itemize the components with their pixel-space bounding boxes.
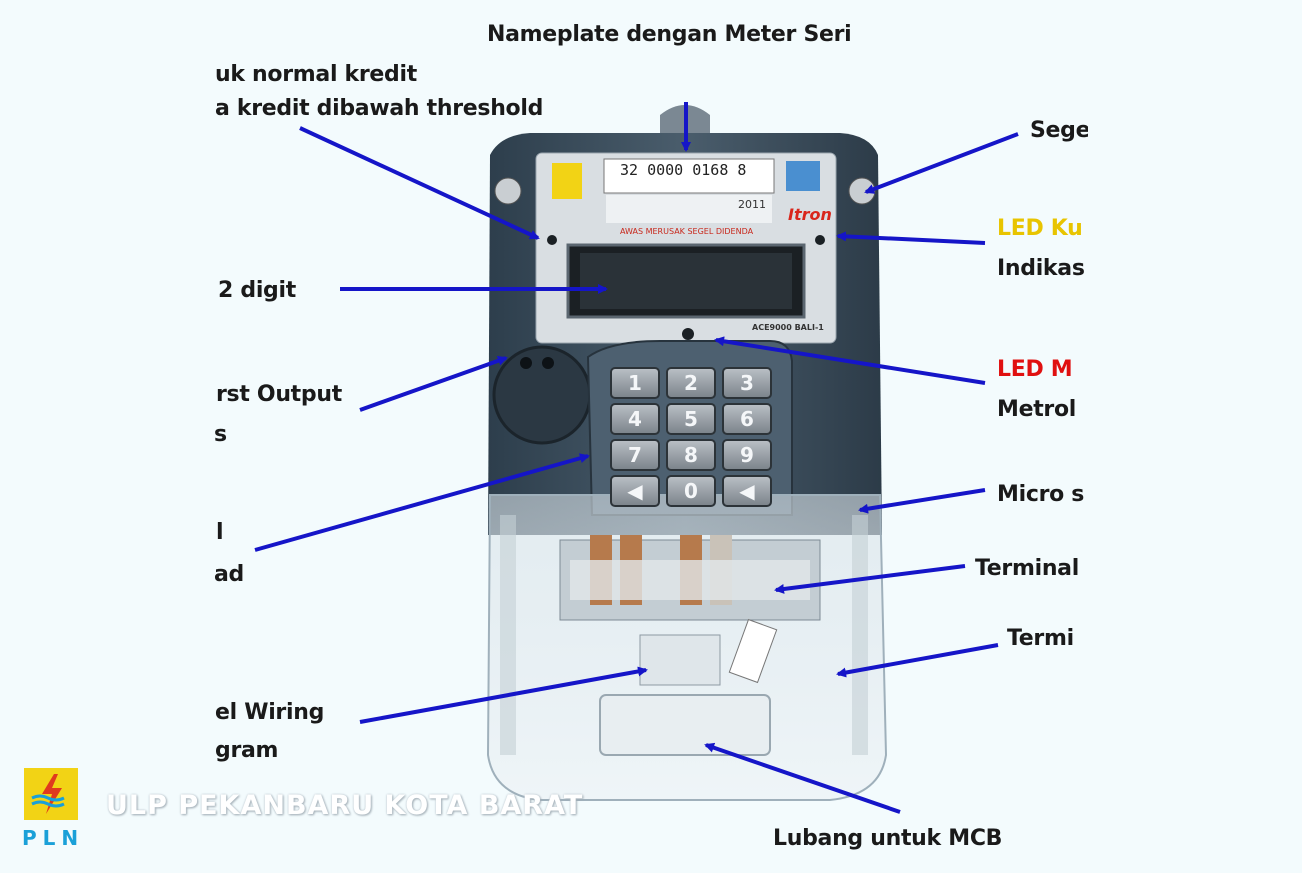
warning-text: AWAS MERUSAK SEGEL DIDENDA — [620, 227, 754, 236]
keypad-key: 8 — [666, 439, 716, 471]
label-terminal-2: Termi — [1007, 626, 1074, 651]
pln-logo — [24, 768, 80, 850]
label-output-line-2: s — [214, 422, 227, 447]
label-segel: Sege — [1030, 118, 1091, 143]
meter-serial-number: 32 0000 0168 8 — [620, 161, 747, 179]
pln-logo-text: PLN — [22, 826, 85, 850]
keypad-key: 2 — [666, 367, 716, 399]
keypad-key: 4 — [610, 403, 660, 435]
meter-model: ACE9000 BALI-1 — [752, 323, 824, 332]
watermark-text: ULP PEKANBARU KOTA BARAT — [106, 790, 584, 821]
right-edge-mask — [1088, 0, 1302, 873]
label-micro-switch: Micro s — [997, 482, 1085, 507]
arrow-keypad — [254, 453, 590, 552]
keypad-key: 6 — [722, 403, 772, 435]
arrow-micro — [858, 488, 986, 514]
arrow-led-ku — [836, 231, 986, 245]
arrow-wiring — [359, 666, 648, 724]
label-wiring-line-1: el Wiring — [215, 700, 325, 725]
label-mcb-hole: Lubang untuk MCB — [773, 826, 1003, 851]
label-credit-line-2: a kredit dibawah threshold — [215, 96, 544, 121]
keypad-key: 1 — [610, 367, 660, 399]
keypad-key: 0 — [666, 475, 716, 507]
itron-logo: Itron — [788, 205, 832, 224]
arrow-segel — [864, 132, 1019, 194]
label-keypad-line-1: l — [216, 520, 224, 545]
keypad-key: ◀ — [722, 475, 772, 507]
arrow-led-m — [714, 336, 986, 385]
label-wiring-line-2: gram — [215, 738, 279, 763]
arrow-terminal-1 — [774, 564, 966, 594]
keypad-key: 9 — [722, 439, 772, 471]
arrow-mcb — [704, 742, 901, 814]
label-led-kredit: LED Ku — [997, 216, 1083, 241]
meter-year: 2011 — [738, 198, 766, 211]
label-metrologi: Metrol — [997, 397, 1077, 422]
label-terminal-1: Terminal — [975, 556, 1079, 581]
label-credit-line-1: uk normal kredit — [215, 62, 417, 87]
arrow-terminal-2 — [836, 643, 999, 678]
keypad-key: ◀ — [610, 475, 660, 507]
label-output-line-1: rst Output — [216, 382, 342, 407]
label-nameplate: Nameplate dengan Meter Seri — [487, 22, 852, 47]
label-led-metrologi: LED M — [997, 357, 1073, 382]
label-digit: 2 digit — [218, 278, 296, 303]
arrow-led-credit — [299, 126, 540, 240]
keypad-key: 3 — [722, 367, 772, 399]
keypad-key: 5 — [666, 403, 716, 435]
keypad-key: 7 — [610, 439, 660, 471]
arrow-optical — [359, 355, 508, 412]
label-indikasi: Indikas — [997, 256, 1085, 281]
label-keypad-line-2: ad — [214, 562, 244, 587]
